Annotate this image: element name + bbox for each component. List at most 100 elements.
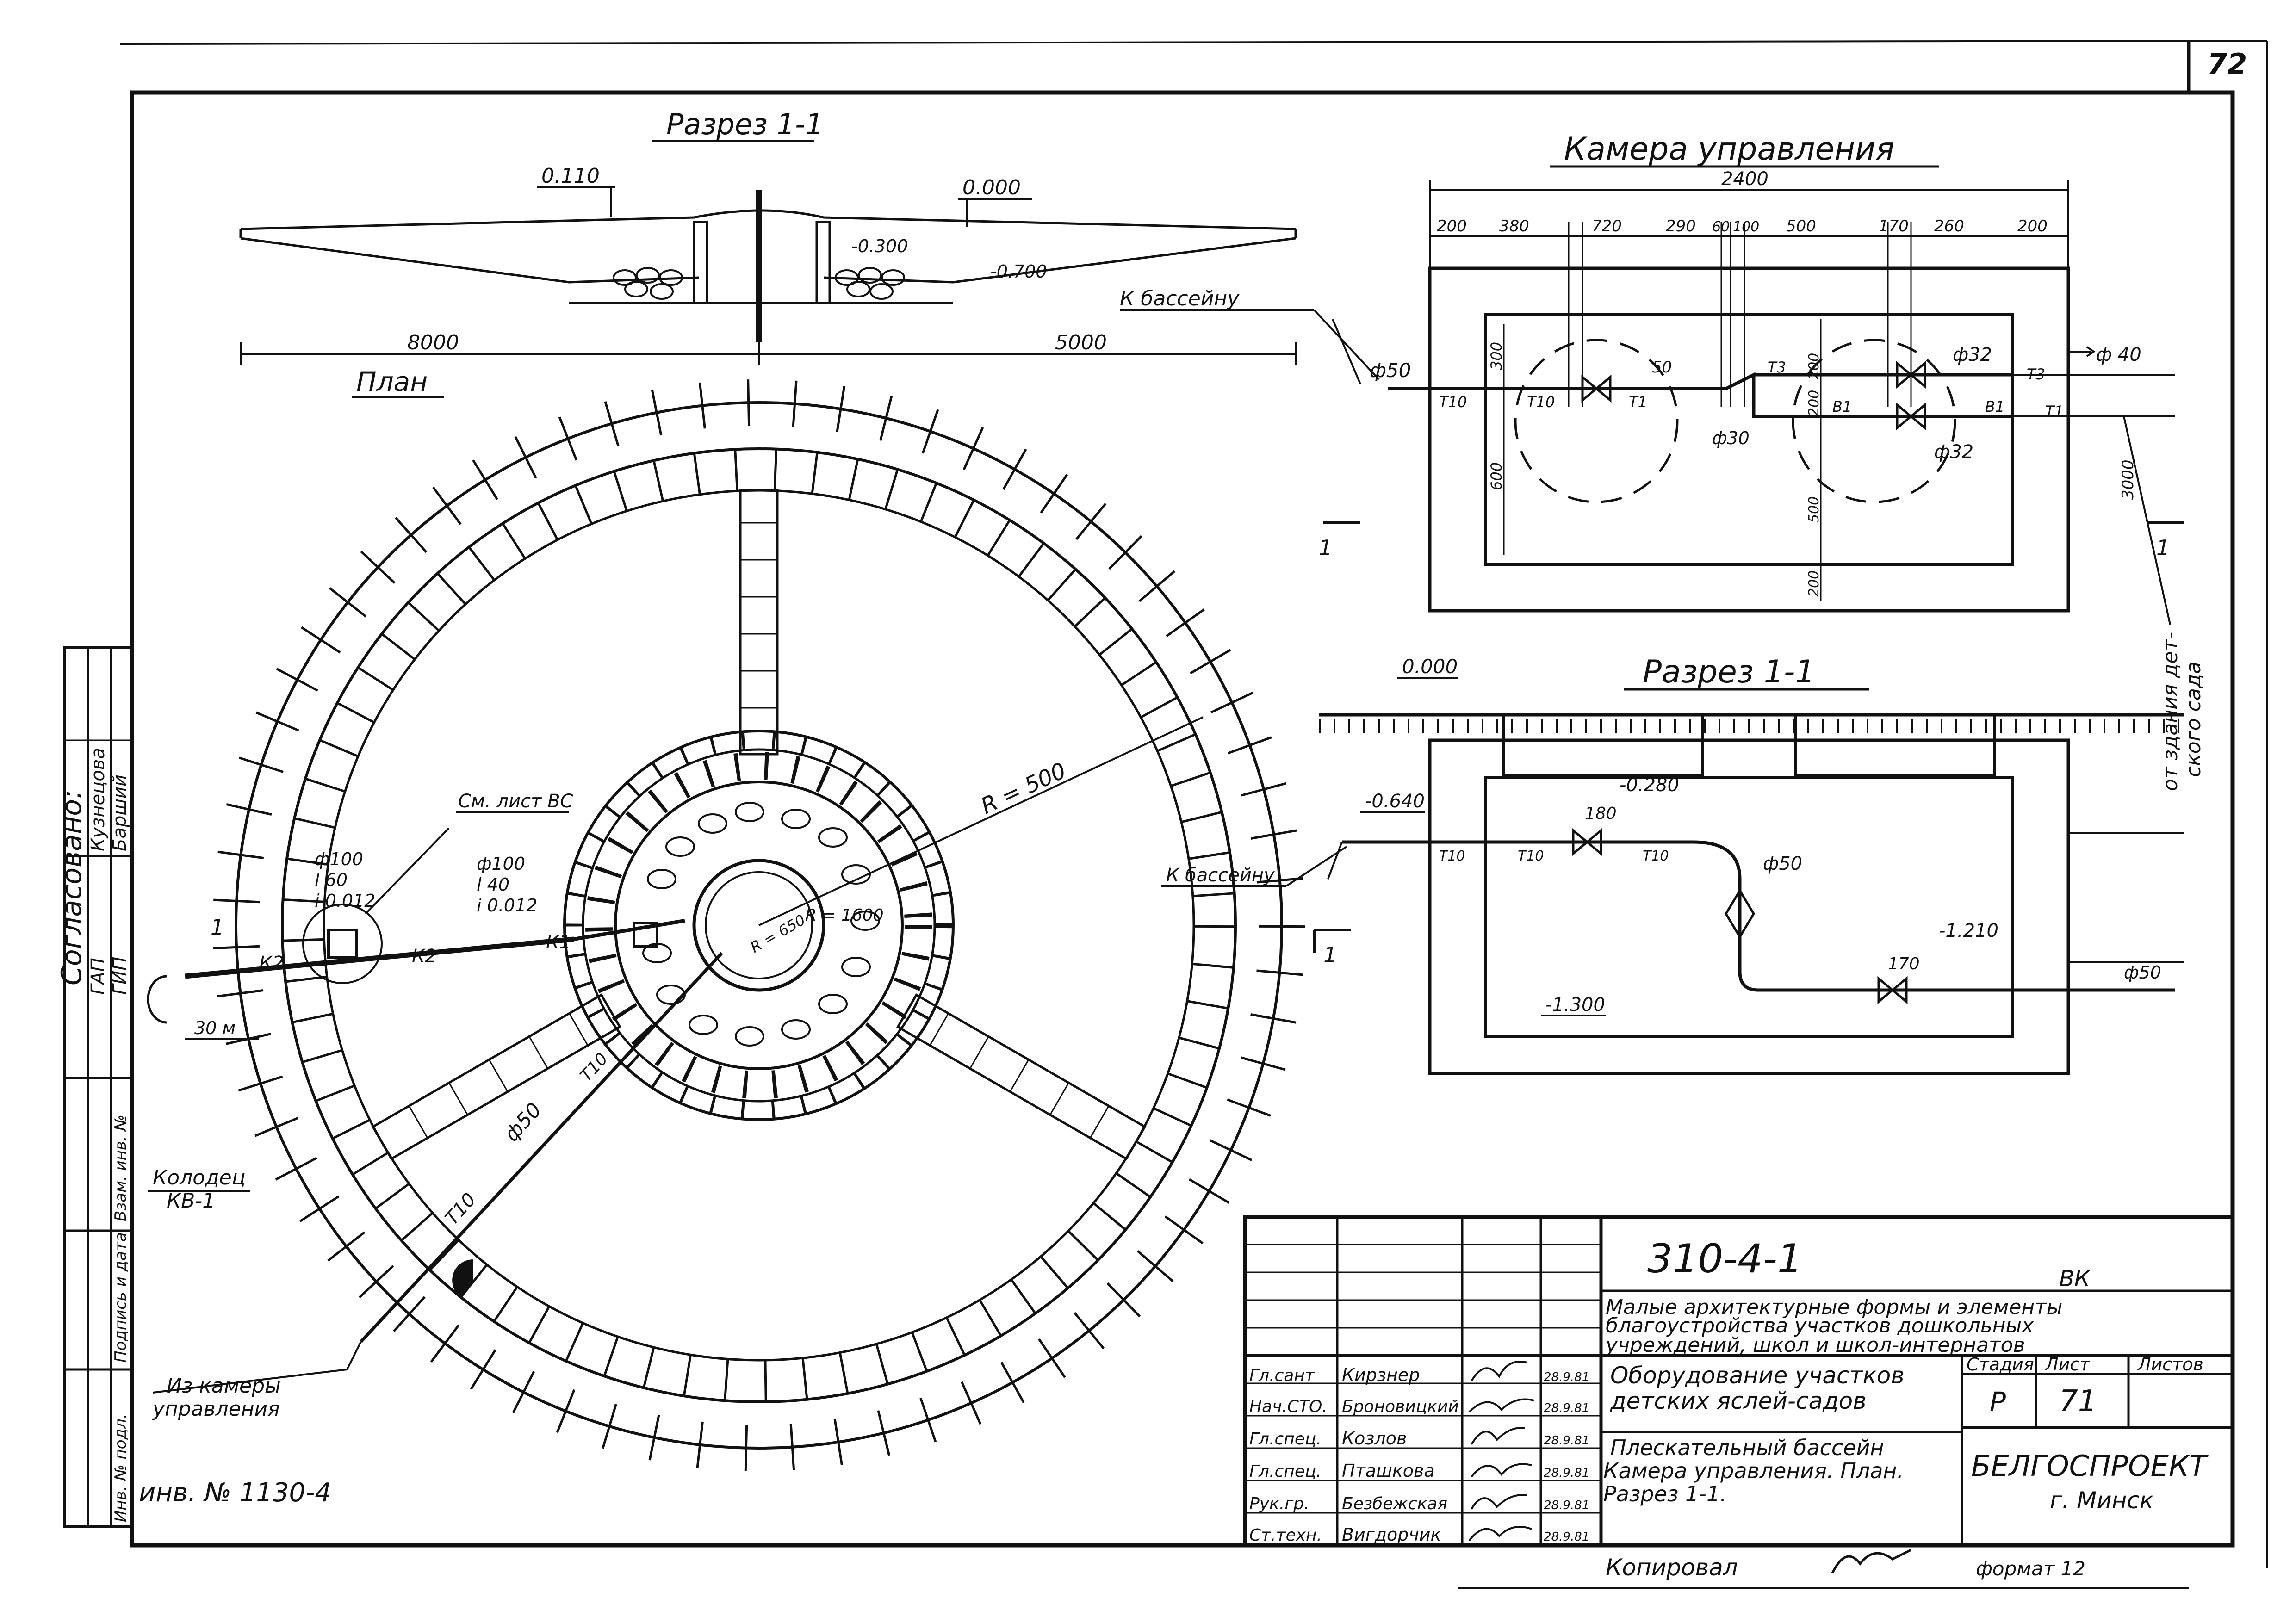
pipe-phi50: ф50 <box>500 1098 546 1146</box>
chsec-phi50b: ф50 <box>2124 962 2161 983</box>
well-label-1: Колодец <box>153 1166 246 1189</box>
tb-date-1: 28.9.81 <box>1544 1370 1589 1384</box>
chamber-plan: Камера управления 2400 200 380 720 290 6… <box>1319 131 2205 791</box>
tb-sheet-title-3: Разрез 1-1. <box>1603 1481 1727 1506</box>
tb-date-3: 28.9.81 <box>1544 1434 1589 1448</box>
plan-title: План <box>356 366 428 397</box>
tb-stage-label: Стадия <box>1967 1354 2034 1375</box>
dim-10: 200 <box>2017 217 2048 235</box>
dim-4: 290 <box>1666 217 1696 235</box>
ch-phi32b: ф32 <box>1934 441 1973 463</box>
signature-1 <box>1471 1361 1527 1382</box>
mark-mid: -0.300 <box>851 236 908 256</box>
vdim-1: 300 <box>1488 342 1505 370</box>
chamber-section: Разрез 1-1 0.000 -0.640 -0.280 -1.210 -1… <box>1319 654 2184 1075</box>
radius-outer: R = 500 <box>977 757 1070 819</box>
tb-role-3: Гл.спец. <box>1249 1430 1322 1449</box>
tb-object-2: детских яслей-садов <box>1610 1388 1867 1414</box>
tb-stage: Р <box>1990 1386 2006 1418</box>
chamber-title: Камера управления <box>1564 131 1894 167</box>
tb-code: 310-4-1 <box>1647 1236 1803 1282</box>
tb-sheets-label: Листов <box>2137 1354 2203 1375</box>
ch-phi50: ф50 <box>1370 359 1411 382</box>
tb-date-5: 28.9.81 <box>1544 1499 1589 1512</box>
label-k2a: К2 <box>259 953 284 974</box>
title-block: 310-4-1 ВК Малые архитектурные формы и э… <box>1243 1215 2234 1547</box>
ch-t1a: Т1 <box>1629 393 1647 411</box>
tb-name-6: Вигдорчик <box>1342 1524 1441 1545</box>
vdim-4: 200 <box>1806 390 1822 416</box>
signature-3 <box>1471 1427 1525 1445</box>
copied-by-label: Копировал <box>1606 1554 1738 1581</box>
ch-t10a: Т10 <box>1439 393 1467 411</box>
stamp-field-3: Инв. № подл. <box>112 1413 130 1522</box>
pool-section: Разрез 1-1 0.110 0.000 -0.300 <box>239 107 1380 380</box>
tb-object-1: Оборудование участков <box>1610 1362 1905 1389</box>
ch-cut-left: 1 <box>1319 535 1332 560</box>
tb-date-6: 28.9.81 <box>1544 1530 1589 1544</box>
page-number: 72 <box>2207 47 2247 81</box>
agreed-label: Согласовано: <box>56 790 88 985</box>
tb-role-5: Рук.гр. <box>1249 1494 1309 1513</box>
tb-sheet-title-2: Камера управления. План. <box>1603 1458 1904 1483</box>
tb-date-2: 28.9.81 <box>1544 1401 1589 1415</box>
signature-6 <box>1468 1526 1532 1542</box>
pool-plan: План <box>147 366 1351 1471</box>
tb-people: Гл.сант Кирзнер 28.9.81 Нач.СТО. Бронови… <box>1249 1361 1589 1545</box>
inventory-number: инв. № 1130-4 <box>139 1478 331 1508</box>
ch-b1b: В1 <box>1985 398 2004 415</box>
gravel-right <box>835 267 905 300</box>
stamp-role-2: ГИП <box>109 957 130 995</box>
gravel-center <box>642 802 880 1047</box>
label-k1: К1 <box>546 932 571 953</box>
ch-phi32a: ф32 <box>1953 344 1992 365</box>
chsec-title: Разрез 1-1 <box>1643 654 1815 690</box>
from-chamber-2: управления <box>152 1397 280 1421</box>
dim-8: 170 <box>1879 217 1909 235</box>
dim-right: 5000 <box>1055 331 1107 354</box>
chsec-phi50a: ф50 <box>1763 853 1802 874</box>
distance-label: 30 м <box>194 1018 236 1038</box>
stamp-role-1: ГАП <box>87 958 109 995</box>
stamp-name-2: Барший <box>109 774 130 851</box>
chsec-t10c: Т10 <box>1643 848 1669 864</box>
stamp-field-1: Взам. инв. № <box>112 1115 130 1221</box>
format-label: формат 12 <box>1976 1557 2085 1580</box>
tb-role-2: Нач.СТО. <box>1249 1397 1328 1416</box>
tb-name-5: Безбежская <box>1342 1494 1447 1513</box>
tb-sheet-label: Лист <box>2044 1354 2091 1375</box>
side-stamp: Согласовано: ГАП Кузнецова ГИП Барший Вз… <box>56 646 133 1528</box>
pipe-b-len: l 40 <box>477 874 509 895</box>
label-k2b: К2 <box>412 946 437 967</box>
pipe-b-slope: i 0.012 <box>477 895 537 916</box>
dim-1: 200 <box>1437 217 1467 235</box>
chsec-mark-1300: -1.300 <box>1545 994 1605 1016</box>
signature-4 <box>1471 1463 1532 1478</box>
chsec-mark-000: 0.000 <box>1402 655 1458 678</box>
dim-3: 720 <box>1592 217 1622 235</box>
gravel-left <box>613 267 683 300</box>
cut-mark-left: 1 <box>211 915 224 940</box>
ch-t1b: Т1 <box>2045 403 2064 420</box>
vdim-2: 600 <box>1488 462 1505 490</box>
chsec-mark-1210: -1.210 <box>1939 920 1998 942</box>
stamp-field-2: Подпись и дата <box>112 1232 130 1363</box>
tb-org: БЕЛГОСПРОЕКТ <box>1971 1449 2209 1483</box>
from-building-2: ского сада <box>2182 662 2205 777</box>
dim-2: 380 <box>1499 217 1529 235</box>
tb-name-1: Кирзнер <box>1342 1365 1420 1385</box>
tb-date-4: 28.9.81 <box>1544 1466 1589 1480</box>
ch-cut-right: 1 <box>2156 535 2170 560</box>
tb-project-3: учреждений, школ и школ-интернатов <box>1605 1333 2025 1357</box>
mark-top-right: 0.000 <box>962 176 1021 199</box>
tb-city: г. Минск <box>2050 1487 2153 1514</box>
tb-project-2: благоустройства участков дошкольных <box>1606 1314 2034 1338</box>
chsec-t10b: Т10 <box>1518 848 1544 864</box>
tb-role-1: Гл.сант <box>1249 1366 1315 1385</box>
see-sheet-label: См. лист ВС <box>458 791 573 812</box>
pipe-b-dia: ф100 <box>477 854 525 874</box>
tb-section: ВК <box>2059 1266 2091 1292</box>
chsec-t10a: Т10 <box>1439 848 1465 864</box>
pipe-a-len: l 60 <box>315 870 348 890</box>
